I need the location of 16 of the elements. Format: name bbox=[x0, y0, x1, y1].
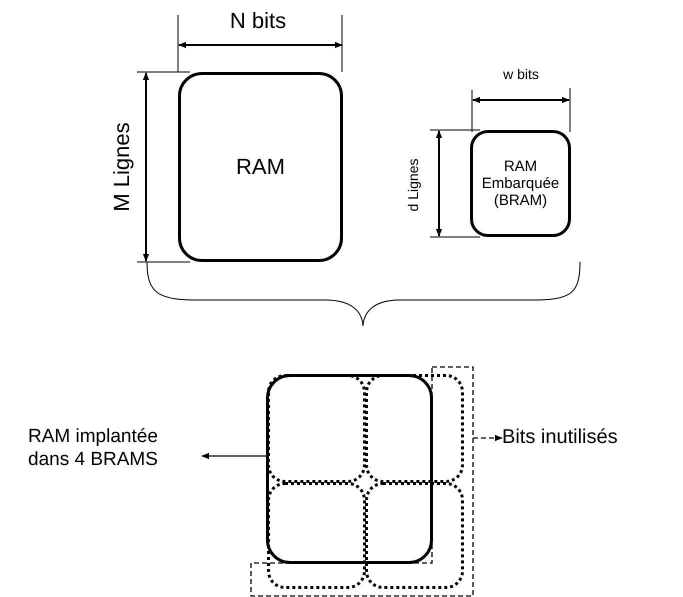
dotted-block bbox=[365, 374, 464, 483]
dimension-label: N bits bbox=[230, 8, 286, 34]
memory-block bbox=[266, 374, 433, 564]
dotted-block bbox=[267, 482, 366, 589]
annotation-text: RAM implantée dans 4 BRAMS bbox=[28, 426, 159, 472]
dimension-label: d Lignes bbox=[405, 158, 421, 212]
dimension-label: M Lignes bbox=[109, 122, 135, 212]
dotted-block bbox=[365, 482, 464, 589]
block-label: RAM bbox=[235, 154, 286, 180]
block-label: RAM Embarquée (BRAM) bbox=[480, 158, 560, 210]
arrow bbox=[473, 434, 503, 442]
annotation-text: Bits inutilisés bbox=[502, 425, 618, 449]
dimension-label: w bits bbox=[503, 66, 539, 82]
memory-block bbox=[470, 130, 571, 237]
arrow bbox=[201, 452, 266, 460]
memory-block bbox=[178, 72, 343, 262]
